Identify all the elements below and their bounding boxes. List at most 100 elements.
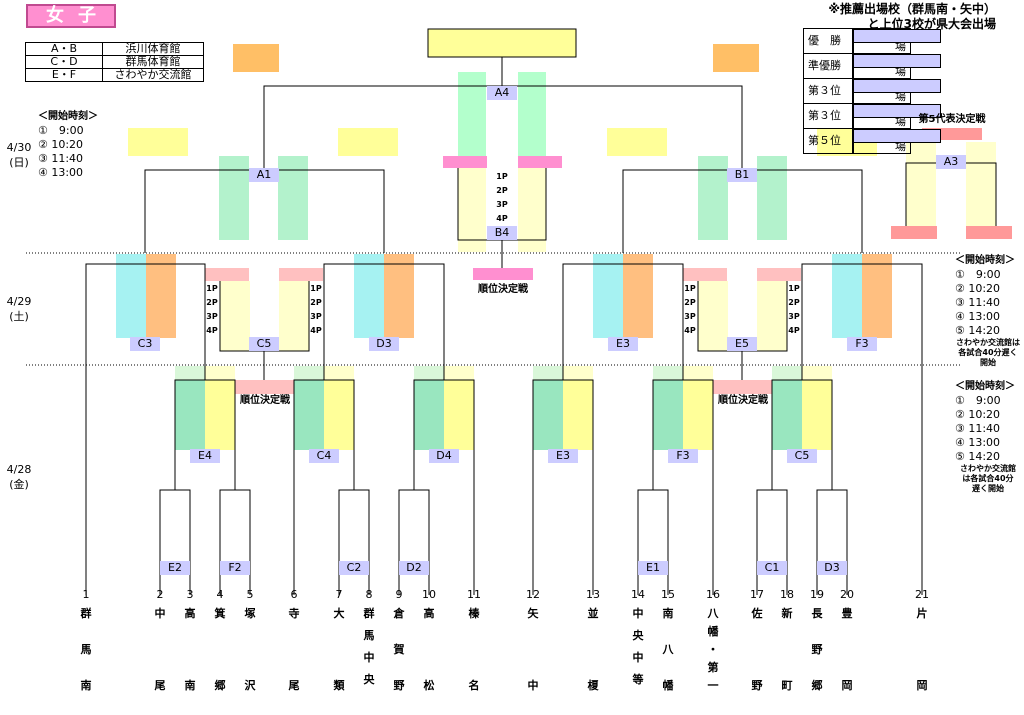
school-number: 3	[186, 588, 194, 601]
school-name-char: ・	[707, 643, 719, 656]
school-name-char: 群	[363, 607, 375, 620]
match-e2: E2	[160, 561, 190, 575]
e3b-green	[533, 380, 563, 450]
school-name-char: 野	[393, 679, 405, 692]
match-e3-lower: E3	[548, 449, 578, 463]
school-name-char: 中	[632, 607, 644, 620]
bracket-lines	[85, 57, 997, 595]
advance-row: 優 勝県大会出場	[803, 28, 941, 54]
a4-pillar-right	[518, 72, 546, 156]
school-name-char: 大	[333, 607, 345, 620]
school-name-char: 幡	[662, 679, 674, 692]
school-name-char	[747, 643, 767, 679]
school-name-char: 等	[632, 673, 644, 686]
f3b-green	[653, 380, 683, 450]
school-entry: 13 並榎	[583, 589, 603, 715]
school-name-char: 南	[184, 679, 196, 692]
school-number: 9	[395, 588, 403, 601]
school-name-char: 名	[468, 679, 480, 692]
match-f3: F3	[847, 337, 877, 351]
c5-yellow-right	[279, 281, 309, 351]
match-a4: A4	[487, 86, 517, 100]
school-number: 13	[586, 588, 600, 601]
e5-yellow-right	[757, 281, 787, 351]
school-name-char: 野	[751, 679, 763, 692]
c3-cyan	[116, 254, 146, 338]
school-entry: 2 中尾	[150, 589, 170, 715]
school-number: 2	[156, 588, 164, 601]
match-c1: C1	[757, 561, 787, 575]
school-name-char: 央	[632, 629, 644, 642]
school-name-char	[180, 643, 200, 679]
school-name-char: 中	[363, 651, 375, 664]
date-430: 4/30(日)	[6, 141, 32, 169]
e4-top-left	[175, 366, 205, 380]
rank-pink-left	[235, 380, 294, 394]
e3b-top-right	[563, 366, 593, 380]
school-number: 15	[661, 588, 675, 601]
e4-green	[175, 380, 205, 450]
school-name-char	[912, 643, 932, 679]
school-number: 10	[422, 588, 436, 601]
school-name-char: 八	[662, 643, 674, 656]
school-name-char	[150, 643, 170, 679]
match-c5: C5	[249, 337, 279, 351]
c4-top-left	[294, 366, 324, 380]
school-number: 21	[915, 588, 929, 601]
a3-yellow-right	[966, 142, 996, 226]
schedule-428: ＜開始時刻＞ ① 9:00 ② 10:20 ③ 11:40 ④ 13:00 ⑤ …	[955, 381, 1016, 493]
school-name-char: 岡	[841, 679, 853, 692]
school-name-char: 馬	[80, 643, 92, 656]
c5b-yellow	[802, 380, 832, 450]
date-428: 4/28(金)	[6, 463, 32, 491]
school-number: 8	[365, 588, 373, 601]
match-e3: E3	[608, 337, 638, 351]
e3b-yellow	[563, 380, 593, 450]
a3-salmon-right	[966, 226, 1012, 239]
school-name-char: 一	[707, 679, 719, 692]
f3b-top-right	[683, 366, 713, 380]
c5b-top-left	[772, 366, 802, 380]
school-name-char: 野	[811, 643, 823, 656]
e5-pink-left	[683, 268, 727, 281]
c4-green	[294, 380, 324, 450]
school-name-char: 中	[527, 679, 539, 692]
e3-orange	[623, 254, 653, 338]
ranking-label-right: 順位決定戦	[718, 395, 768, 406]
f3b-top-left	[653, 366, 683, 380]
match-e5: E5	[727, 337, 757, 351]
school-number: 6	[290, 588, 298, 601]
school-name-char: 中	[154, 607, 166, 620]
f3-orange	[862, 254, 892, 338]
deco-orange-left	[233, 44, 279, 72]
school-number: 16	[706, 588, 720, 601]
a3-yellow-left	[906, 142, 936, 226]
match-c3: C3	[130, 337, 160, 351]
school-name-char: 並	[587, 607, 599, 620]
school-name-char	[419, 643, 439, 679]
school-name-char: 榎	[587, 679, 599, 692]
school-number: 12	[526, 588, 540, 601]
school-name-char	[284, 643, 304, 679]
school-number: 1	[82, 588, 90, 601]
d3-orange	[384, 254, 414, 338]
school-name-char: 尾	[154, 679, 166, 692]
school-name-char: 馬	[363, 629, 375, 642]
school-name-char: 佐	[751, 607, 763, 620]
school-number: 18	[780, 588, 794, 601]
match-d4: D4	[429, 449, 459, 463]
school-name-char: 榛	[468, 607, 480, 620]
e3b-top-left	[533, 366, 563, 380]
